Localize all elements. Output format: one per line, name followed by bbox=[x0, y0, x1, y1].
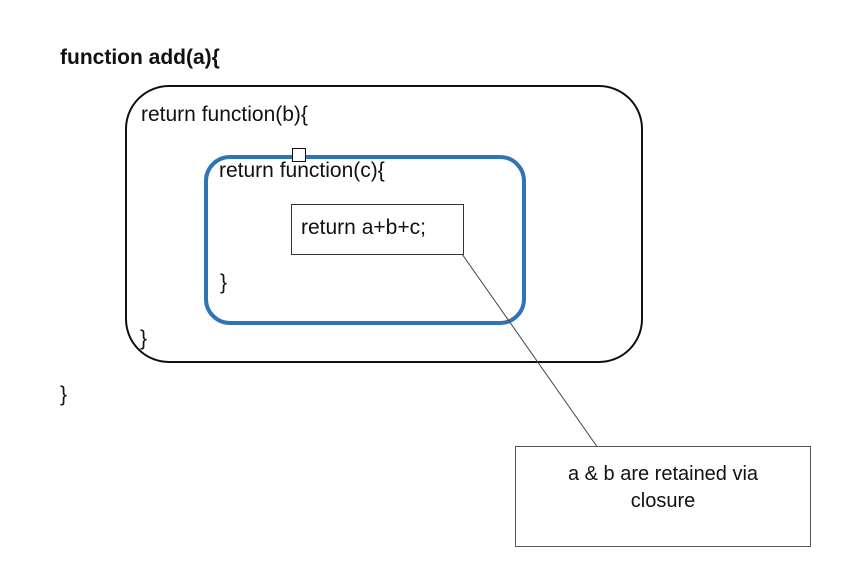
inner-return-box bbox=[204, 155, 526, 325]
inner-closing-brace: } bbox=[220, 271, 228, 294]
closure-note-box: a & b are retained via closure bbox=[515, 446, 811, 547]
return-expression: return a+b+c; bbox=[301, 216, 426, 239]
middle-closing-brace: } bbox=[140, 327, 148, 350]
note-line-1: a & b are retained via bbox=[567, 463, 759, 485]
outer-function-signature: function add(a){ bbox=[60, 46, 220, 69]
expression-box: return a+b+c; bbox=[291, 204, 464, 255]
outer-return-box bbox=[125, 85, 643, 363]
note-line-2: closure bbox=[630, 490, 696, 512]
middle-function-signature: return function(b){ bbox=[141, 103, 308, 126]
outer-closing-brace: } bbox=[60, 383, 68, 406]
selection-handle[interactable] bbox=[292, 148, 306, 162]
inner-function-signature: return function(c){ bbox=[219, 159, 385, 182]
